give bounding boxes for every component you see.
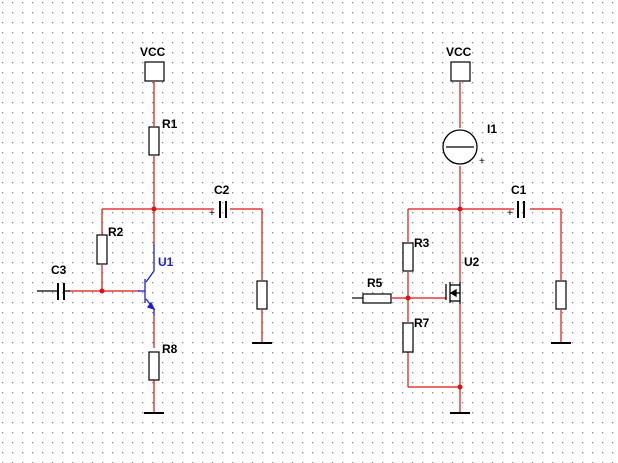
load-resistor-right[interactable] <box>555 280 567 310</box>
r8-label: R8 <box>162 342 178 356</box>
resistor-r7[interactable] <box>402 322 414 353</box>
r7-label: R7 <box>414 316 430 330</box>
vcc-label-left: VCC <box>140 45 166 59</box>
resistor-r3[interactable] <box>402 242 414 272</box>
transistor-u1[interactable] <box>138 244 156 316</box>
resistor-r1[interactable] <box>148 126 160 156</box>
wires-left <box>68 82 263 412</box>
c1-label: C1 <box>511 183 527 197</box>
u1-label: U1 <box>158 255 174 269</box>
vcc-terminal-left[interactable] <box>144 61 165 82</box>
capacitor-c2[interactable] <box>219 201 227 218</box>
c1-plus: + <box>507 208 513 219</box>
load-resistor-left[interactable] <box>256 280 268 310</box>
c2-plus: + <box>209 208 215 219</box>
mosfet-u2[interactable] <box>445 282 461 304</box>
junctions-right <box>405 206 463 390</box>
i1-plus: + <box>479 156 485 167</box>
r3-label: R3 <box>414 236 430 250</box>
r2-label: R2 <box>108 225 124 239</box>
vcc-terminal-right[interactable] <box>450 61 471 82</box>
u2-label: U2 <box>464 255 480 269</box>
r1-label: R1 <box>162 117 178 131</box>
current-source-i1[interactable] <box>442 129 478 165</box>
junctions-left <box>99 206 157 294</box>
i1-label: I1 <box>487 122 497 136</box>
resistor-r8[interactable] <box>148 351 160 381</box>
capacitor-c1[interactable] <box>517 201 525 218</box>
resistor-r2[interactable] <box>96 234 108 265</box>
vcc-label-right: VCC <box>446 45 472 59</box>
c2-label: C2 <box>214 183 230 197</box>
resistor-r5[interactable] <box>362 293 392 304</box>
c3-label: C3 <box>51 263 67 277</box>
r5-label: R5 <box>367 276 383 290</box>
wires-right <box>392 82 562 412</box>
